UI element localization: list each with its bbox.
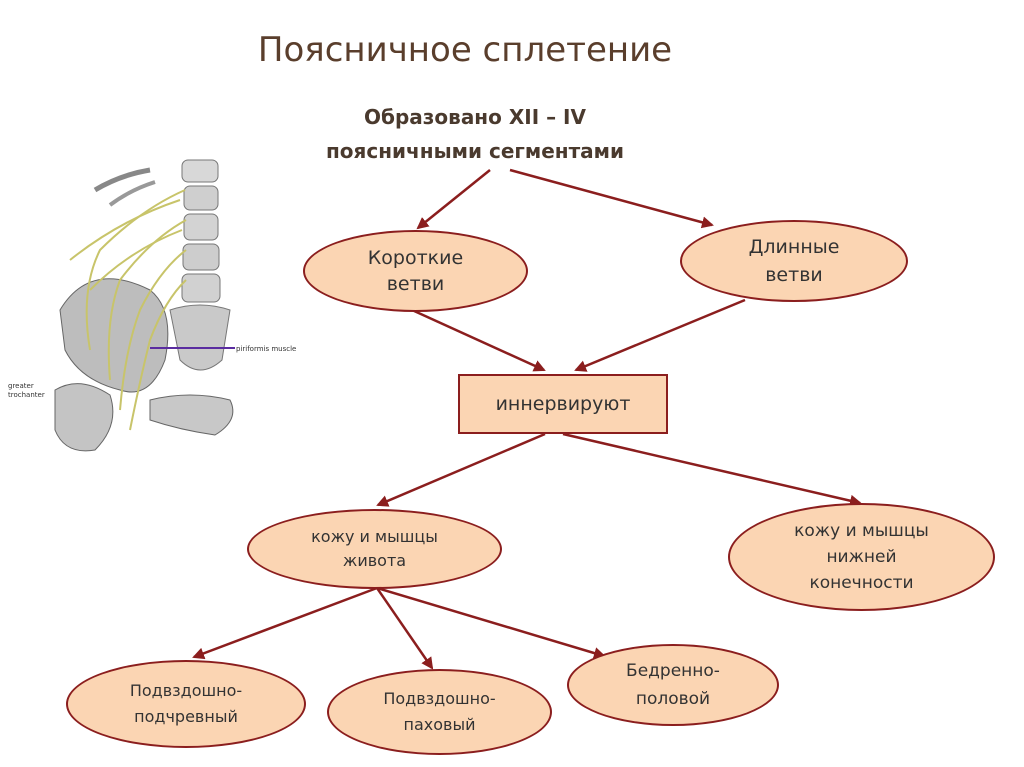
node-lower-limb-line-1: кожу и мышцы [794,521,929,541]
node-ilioinguinal-line-2: паховый [403,715,476,734]
node-genitofemoral: Бедренно- половой [567,644,779,726]
arrow-to-long-branches [509,168,714,229]
arrow-to-iliohypogastric [192,586,378,660]
arrow-to-genitofemoral [376,586,606,659]
arrow-to-abdomen [376,432,546,507]
arrow-short-to-innervate [411,308,546,372]
node-genitofemoral-line-2: половой [635,689,711,709]
node-ilioinguinal-line-1: Подвздошно- [383,689,496,708]
subtitle: Образовано XII – IV поясничными сегмента… [270,100,680,168]
node-abdomen-line-2: живота [342,551,407,570]
node-lower-limb-line-2: нижней [826,547,897,567]
node-iliohypogastric-line-1: Подвздошно- [129,681,243,700]
node-innervate: иннервируют [458,374,668,434]
node-iliohypogastric-line-2: подчревный [134,707,238,726]
node-short-branches: Короткие ветви [303,230,528,312]
illustration-label-left-1: greater [8,382,34,390]
node-genitofemoral-line-1: Бедренно- [626,661,720,681]
node-short-branches-line-1: Короткие [367,247,464,269]
node-long-branches-line-1: Длинные [748,236,840,258]
illustration-label-left-2: trochanter [8,391,45,399]
node-innervate-label: иннервируют [495,393,631,415]
arrow-to-ilioinguinal [375,587,434,670]
node-ilioinguinal: Подвздошно- паховый [327,669,552,755]
lumbar-plexus-illustration: piriformis muscle greater trochanter [8,159,296,452]
spine-column [93,159,231,371]
node-iliohypogastric: Подвздошно- подчревный [66,660,306,748]
node-long-branches: Длинные ветви [680,220,908,302]
node-short-branches-line-2: ветви [386,273,445,295]
node-abdomen: кожу и мышцы живота [247,509,502,589]
subtitle-line-2: поясничными сегментами [325,139,625,163]
node-abdomen-line-1: кожу и мышцы [311,527,438,546]
illustration-label-right: piriformis muscle [236,345,296,353]
nerve-fibers [69,189,187,431]
page-title: Поясничное сплетение [257,30,673,70]
node-lower-limb-line-3: конечности [809,573,914,593]
node-long-branches-line-2: ветви [765,264,823,286]
arrow-to-lower-limb [562,432,862,507]
arrow-to-short-branches [416,169,491,230]
arrow-long-to-innervate [574,298,746,372]
subtitle-line-1: Образовано XII – IV [364,105,586,129]
node-lower-limb: кожу и мышцы нижней конечности [728,503,995,611]
